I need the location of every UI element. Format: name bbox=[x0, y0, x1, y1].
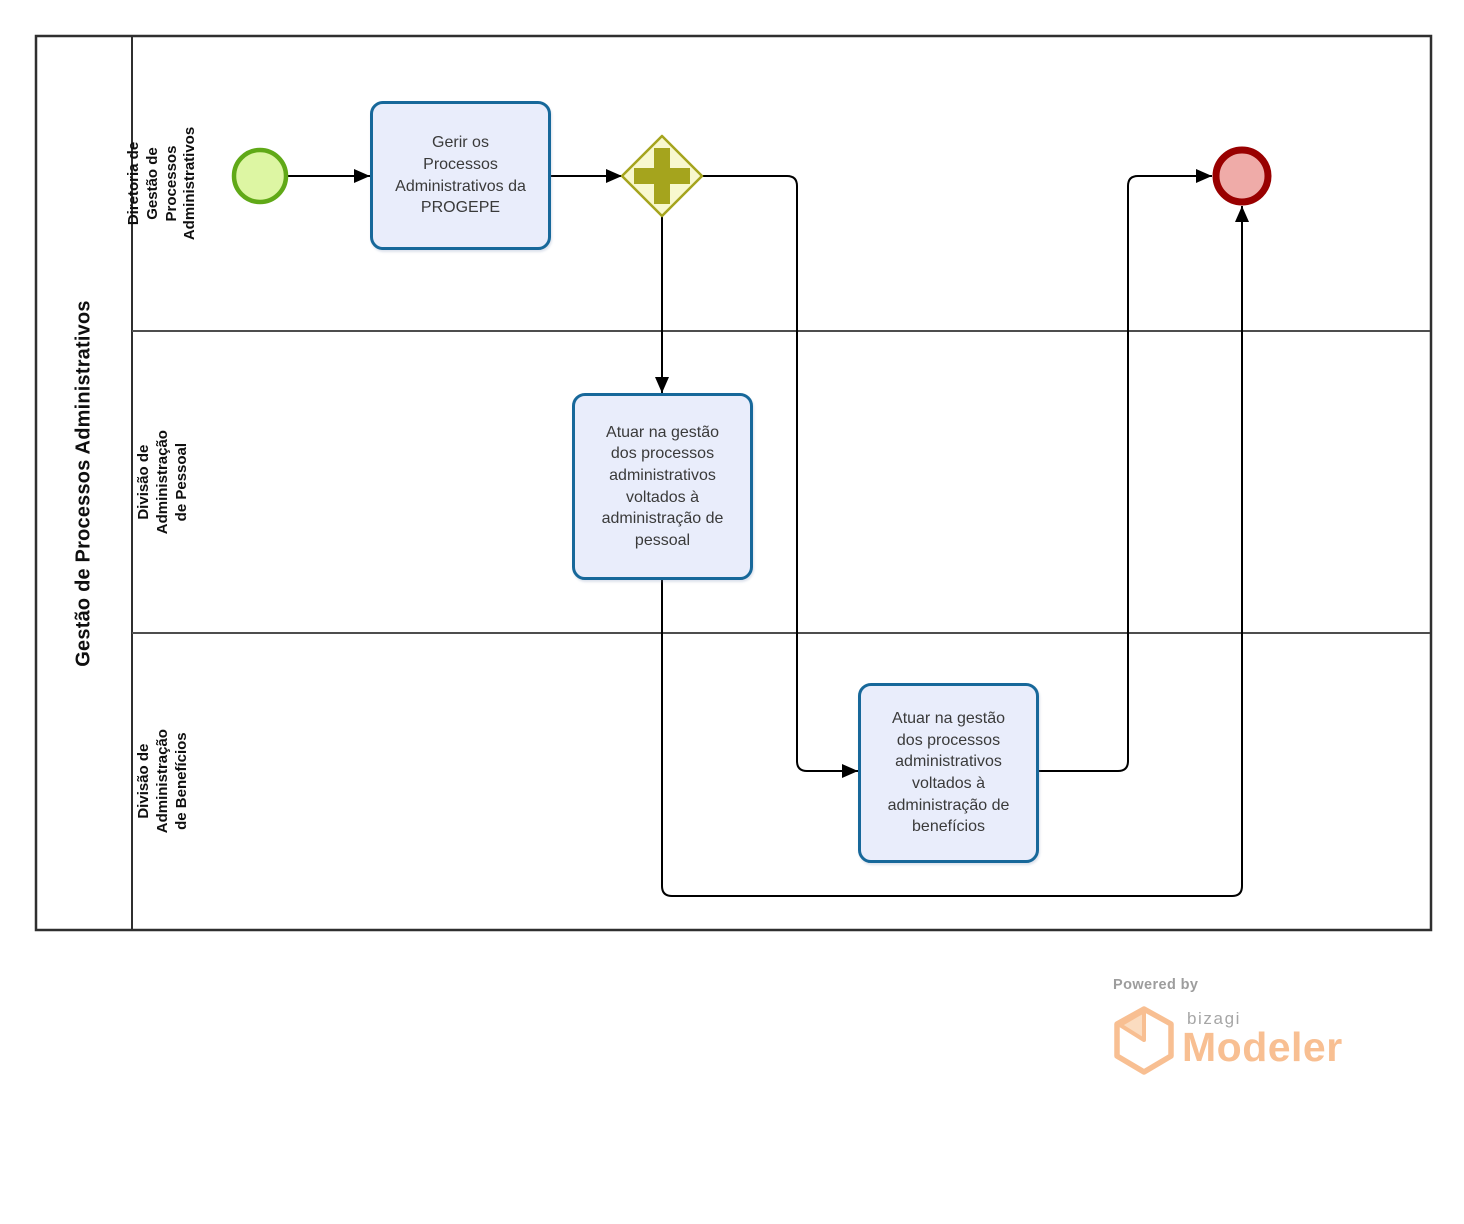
parallel-gateway-plus-icon bbox=[634, 148, 690, 204]
task-administracao-beneficios-label: Atuar na gestão dos processos administra… bbox=[887, 710, 1010, 836]
bizagi-logo-icon bbox=[1114, 1006, 1174, 1075]
task-gerir-processos[interactable]: Gerir os Processos Administrativos da PR… bbox=[370, 101, 551, 250]
flow-task-pessoal-to-end bbox=[661, 206, 1249, 897]
end-event[interactable] bbox=[1212, 146, 1272, 206]
bizagi-brand-text: bizagi bbox=[1187, 1009, 1242, 1028]
task-administracao-beneficios[interactable]: Atuar na gestão dos processos administra… bbox=[858, 683, 1039, 863]
flow-gateway-to-task-beneficios bbox=[702, 175, 858, 778]
flow-task-beneficios-to-end bbox=[1039, 169, 1212, 772]
start-event[interactable] bbox=[231, 147, 289, 205]
task-administracao-pessoal-label: Atuar na gestão dos processos administra… bbox=[601, 423, 724, 549]
task-administracao-pessoal[interactable]: Atuar na gestão dos processos administra… bbox=[572, 393, 753, 580]
modeler-product-text: Modeler bbox=[1182, 1024, 1343, 1070]
powered-by-text: Powered by bbox=[1113, 977, 1199, 993]
task-gerir-processos-label: Gerir os Processos Administrativos da PR… bbox=[395, 134, 526, 217]
pool-border bbox=[34, 34, 1433, 932]
